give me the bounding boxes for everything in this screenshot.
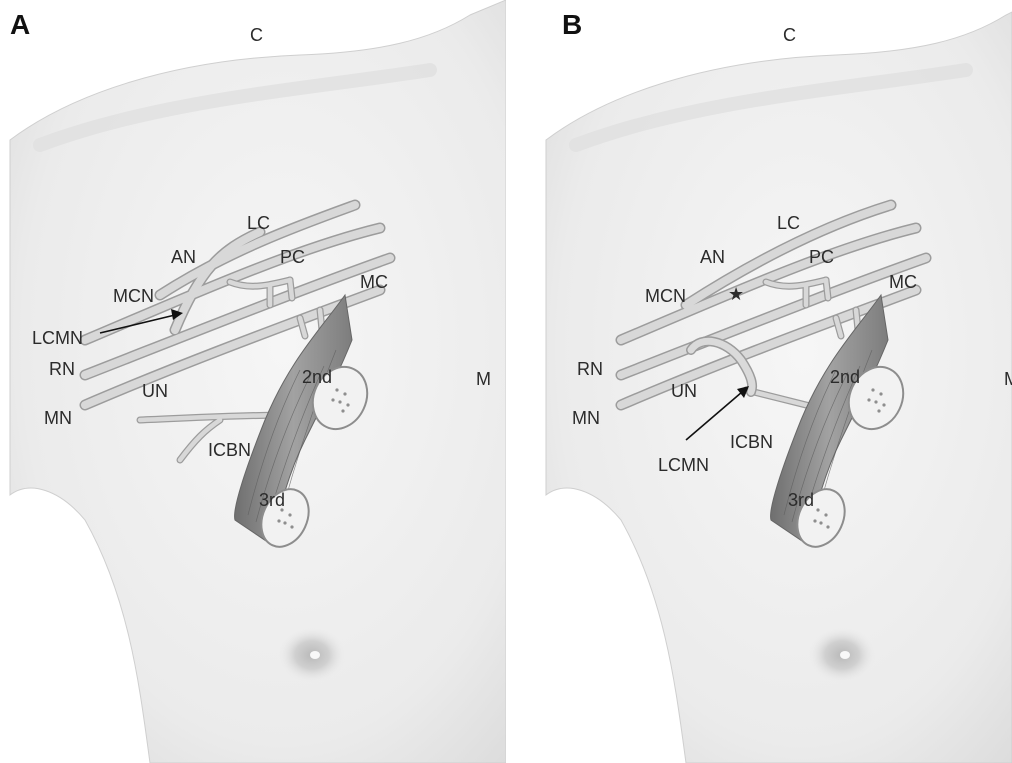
- label-mcn: MCN: [113, 286, 154, 306]
- panel-a-illustration: A C M LC AN PC MCN MC LCMN RN UN MN ICBN…: [0, 0, 506, 763]
- label-an: AN: [700, 247, 725, 267]
- label-rib-3: 3rd: [788, 490, 814, 510]
- label-mn: MN: [572, 408, 600, 428]
- nipple-center: [840, 651, 850, 659]
- label-icbn: ICBN: [208, 440, 251, 460]
- label-lcmn: LCMN: [658, 455, 709, 475]
- star-marker: ★: [728, 284, 744, 304]
- label-lc: LC: [247, 213, 270, 233]
- label-rn: RN: [577, 359, 603, 379]
- label-rn: RN: [49, 359, 75, 379]
- label-mn: MN: [44, 408, 72, 428]
- label-un: UN: [142, 381, 168, 401]
- label-un: UN: [671, 381, 697, 401]
- label-lcmn: LCMN: [32, 328, 83, 348]
- panel-b: B C M LC AN PC MCN ★ MC RN UN MN LCMN IC…: [506, 0, 1012, 763]
- panel-a: A C M LC AN PC MCN MC LCMN RN UN MN ICBN…: [0, 0, 506, 763]
- panel-letter-b: B: [562, 9, 582, 40]
- label-rib-2: 2nd: [302, 367, 332, 387]
- label-mc: MC: [889, 272, 917, 292]
- label-rib-3: 3rd: [259, 490, 285, 510]
- label-mcn: MCN: [645, 286, 686, 306]
- label-lc: LC: [777, 213, 800, 233]
- label-medial: M: [476, 369, 491, 389]
- label-pc: PC: [809, 247, 834, 267]
- label-mc: MC: [360, 272, 388, 292]
- label-medial: M: [1004, 369, 1012, 389]
- nipple-center: [310, 651, 320, 659]
- label-cranial: C: [783, 25, 796, 45]
- label-rib-2: 2nd: [830, 367, 860, 387]
- label-icbn: ICBN: [730, 432, 773, 452]
- label-cranial: C: [250, 25, 263, 45]
- panel-letter-a: A: [10, 9, 30, 40]
- label-pc: PC: [280, 247, 305, 267]
- torso-skin: [10, 0, 506, 763]
- panel-b-illustration: B C M LC AN PC MCN ★ MC RN UN MN LCMN IC…: [506, 0, 1012, 763]
- label-an: AN: [171, 247, 196, 267]
